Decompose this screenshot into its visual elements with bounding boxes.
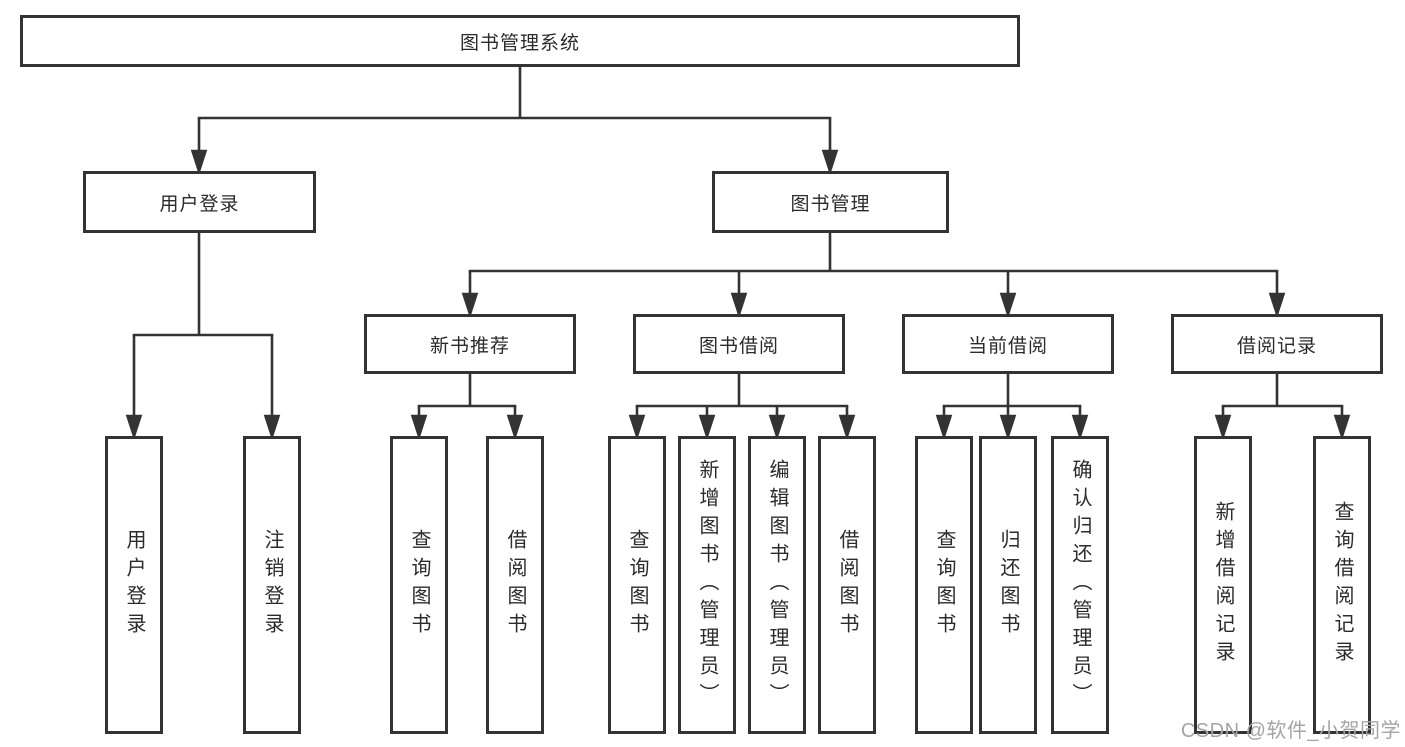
- node-root-label: 图书管理系统: [459, 32, 580, 54]
- leaf-query-books-1: 查询图书: [390, 436, 448, 734]
- connectors-root: [190, 67, 839, 176]
- leaf-add-book-admin-label: 新增图书（管理员）: [696, 459, 718, 711]
- node-book-borrow: 图书借阅: [633, 314, 845, 374]
- arrow-down-icon: [1268, 292, 1286, 319]
- node-borrow-records: 借阅记录: [1171, 314, 1383, 374]
- leaf-query-books-2-label: 查询图书: [626, 529, 648, 641]
- leaf-query-books-3-label: 查询图书: [933, 529, 955, 641]
- connectors-book-borrow: [628, 374, 856, 441]
- arrow-down-icon: [263, 414, 281, 441]
- arrow-down-icon: [698, 414, 716, 441]
- watermark: CSDN @软件_小贺同学: [1180, 720, 1401, 742]
- connectors-borrow-records: [1214, 374, 1351, 441]
- node-book-mgmt-label: 图书管理: [790, 193, 871, 215]
- node-new-book-rec-label: 新书推荐: [429, 335, 510, 357]
- arrow-down-icon: [768, 414, 786, 441]
- leaf-query-borrow-record-label: 查询借阅记录: [1331, 501, 1353, 669]
- leaf-logout-label: 注销登录: [261, 529, 283, 641]
- leaf-return-book: 归还图书: [979, 436, 1037, 734]
- leaf-confirm-return-admin-label: 确认归还（管理员）: [1069, 459, 1091, 711]
- node-new-book-rec: 新书推荐: [364, 314, 576, 374]
- leaf-add-book-admin: 新增图书（管理员）: [678, 436, 736, 734]
- node-root: 图书管理系统: [20, 15, 1020, 67]
- arrow-down-icon: [506, 414, 524, 441]
- leaf-query-books-1-label: 查询图书: [408, 529, 430, 641]
- node-book-mgmt: 图书管理: [712, 171, 949, 233]
- arrow-down-icon: [1333, 414, 1351, 441]
- arrow-down-icon: [821, 149, 839, 176]
- leaf-user-login: 用户登录: [105, 436, 163, 734]
- arrow-down-icon: [1214, 414, 1232, 441]
- arrow-down-icon: [730, 292, 748, 319]
- connectors-user-login: [125, 233, 281, 441]
- node-borrow-records-label: 借阅记录: [1236, 335, 1317, 357]
- arrow-down-icon: [628, 414, 646, 441]
- arrow-down-icon: [125, 414, 143, 441]
- arrow-down-icon: [461, 292, 479, 319]
- leaf-query-books-3: 查询图书: [915, 436, 973, 734]
- arrow-down-icon: [999, 292, 1017, 319]
- node-current-borrow: 当前借阅: [902, 314, 1114, 374]
- leaf-query-borrow-record: 查询借阅记录: [1313, 436, 1371, 734]
- leaf-add-borrow-record-label: 新增借阅记录: [1212, 501, 1234, 669]
- leaf-edit-book-admin: 编辑图书（管理员）: [748, 436, 806, 734]
- connectors-current-borrow: [935, 374, 1089, 441]
- arrow-down-icon: [999, 414, 1017, 441]
- leaf-borrow-books-2: 借阅图书: [818, 436, 876, 734]
- node-user-login-branch-label: 用户登录: [159, 193, 240, 215]
- connectors-new-book-rec: [410, 374, 524, 441]
- leaf-logout: 注销登录: [243, 436, 301, 734]
- arrow-down-icon: [838, 414, 856, 441]
- arrow-down-icon: [190, 149, 208, 176]
- connectors-book-mgmt: [461, 233, 1286, 319]
- leaf-edit-book-admin-label: 编辑图书（管理员）: [766, 459, 788, 711]
- node-current-borrow-label: 当前借阅: [967, 335, 1048, 357]
- node-user-login-branch: 用户登录: [83, 171, 316, 233]
- leaf-user-login-label: 用户登录: [123, 529, 145, 641]
- leaf-confirm-return-admin: 确认归还（管理员）: [1051, 436, 1109, 734]
- leaf-add-borrow-record: 新增借阅记录: [1194, 436, 1252, 734]
- leaf-borrow-books-1-label: 借阅图书: [504, 529, 526, 641]
- leaf-return-book-label: 归还图书: [997, 529, 1019, 641]
- leaf-borrow-books-1: 借阅图书: [486, 436, 544, 734]
- leaf-query-books-2: 查询图书: [608, 436, 666, 734]
- arrow-down-icon: [410, 414, 428, 441]
- arrow-down-icon: [1071, 414, 1089, 441]
- leaf-borrow-books-2-label: 借阅图书: [836, 529, 858, 641]
- node-book-borrow-label: 图书借阅: [698, 335, 779, 357]
- arrow-down-icon: [935, 414, 953, 441]
